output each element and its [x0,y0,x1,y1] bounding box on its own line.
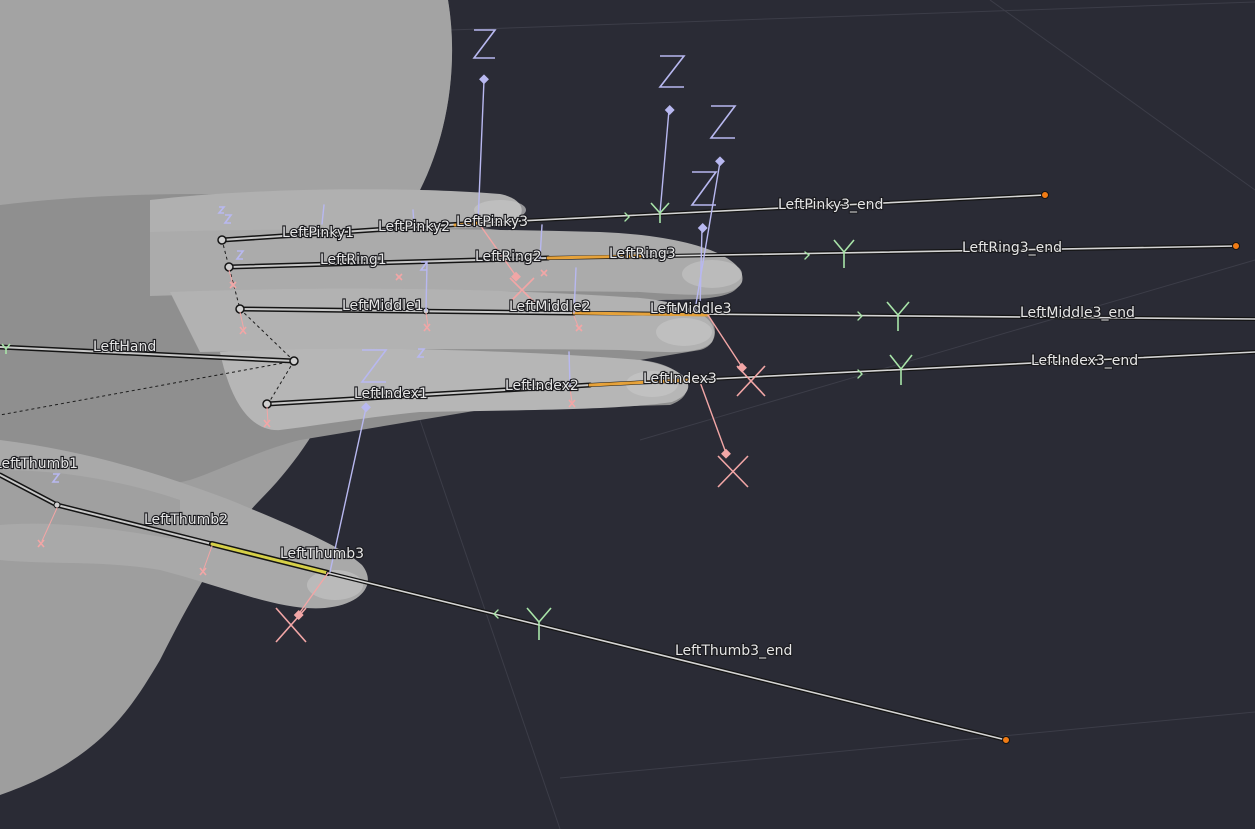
bone-left-pinky[interactable] [217,191,1049,245]
label-left-pinky3: LeftPinky3 [456,214,528,230]
label-left-middle3: LeftMiddle3 [650,301,732,317]
label-left-thumb1: LeftThumb1 [0,456,78,472]
bone-left-thumb[interactable] [0,472,1010,744]
bone-axis-gizmos [41,74,863,620]
label-left-middle3-end: LeftMiddle3_end [1020,305,1135,321]
label-left-middle2: LeftMiddle2 [509,299,591,315]
bone-left-index[interactable] [262,350,1255,409]
label-left-thumb2: LeftThumb2 [144,512,228,528]
label-left-index1: LeftIndex1 [354,386,428,402]
floor-grid [419,0,1255,829]
label-left-ring2: LeftRing2 [475,249,542,265]
label-left-pinky1: LeftPinky1 [282,225,354,241]
label-left-pinky3-end: LeftPinky3_end [778,197,883,213]
label-left-index3: LeftIndex3 [643,371,717,387]
axis-letter-glyphs [1,29,913,643]
label-left-middle1: LeftMiddle1 [342,298,424,314]
label-left-thumb3-end: LeftThumb3_end [675,643,792,659]
label-left-thumb3: LeftThumb3 [280,546,364,562]
bone-left-ring[interactable] [224,242,1240,272]
bone-left-hand[interactable] [0,344,299,366]
label-left-ring3: LeftRing3 [609,246,676,262]
parent-relationship-lines [0,239,295,416]
label-left-ring3-end: LeftRing3_end [962,240,1062,256]
label-left-index2: LeftIndex2 [505,378,579,394]
label-left-hand: LeftHand [93,339,156,355]
label-left-ring1: LeftRing1 [320,252,387,268]
label-left-index3-end: LeftIndex3_end [1031,353,1138,369]
bone-left-middle[interactable] [235,304,1255,321]
bone-labels: LeftHand LeftPinky1 LeftPinky2 LeftPinky… [0,196,1139,660]
label-left-pinky2: LeftPinky2 [378,219,450,235]
armature-bones[interactable] [0,191,1255,744]
